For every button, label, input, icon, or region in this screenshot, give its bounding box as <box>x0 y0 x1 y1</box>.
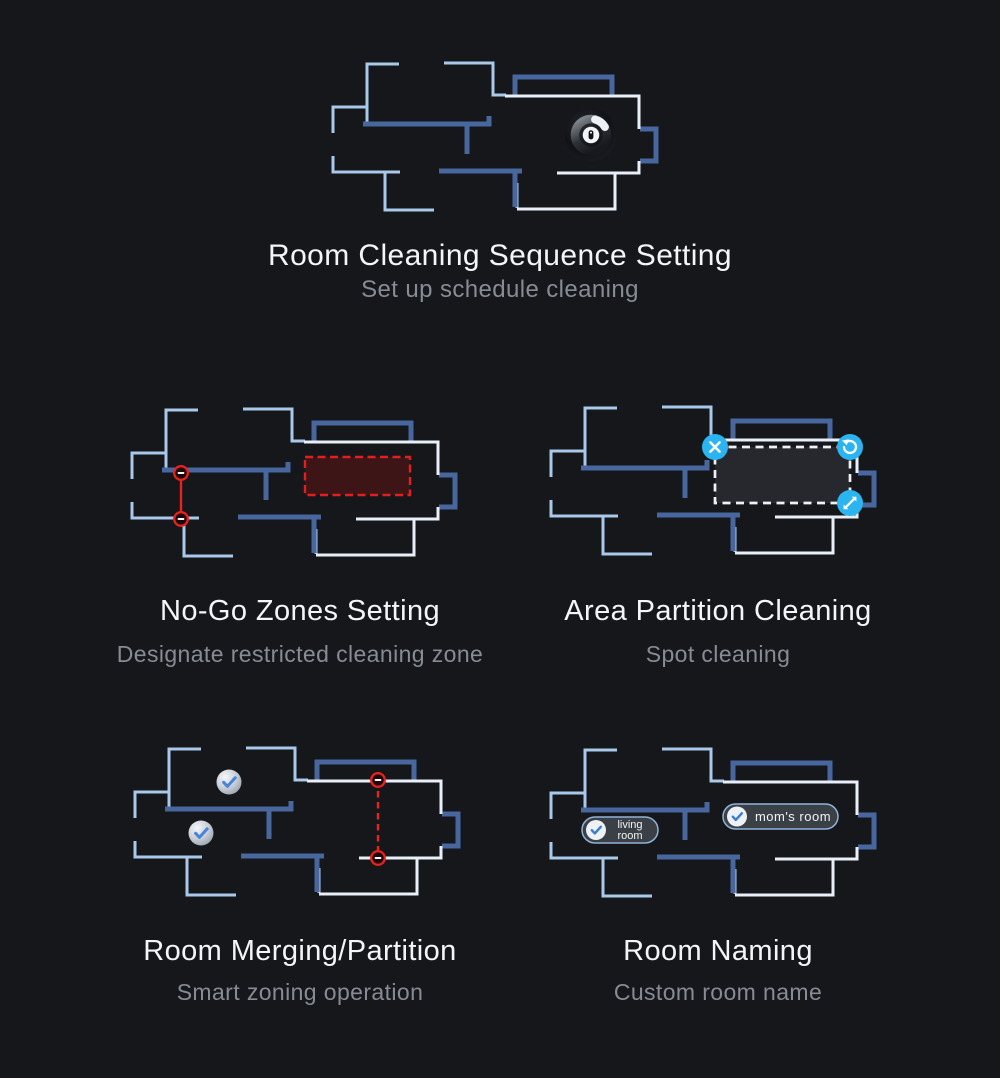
checkmark-icon <box>586 820 606 840</box>
partition-zone-rect[interactable] <box>713 445 852 505</box>
floor-plan-sequence <box>319 50 699 230</box>
partition-title: Area Partition Cleaning <box>564 595 872 627</box>
close-icon <box>709 441 721 453</box>
sequence-title: Room Cleaning Sequence Setting <box>268 239 732 272</box>
room-checked-badge[interactable] <box>216 769 242 795</box>
floor-plan-nogo <box>118 396 498 576</box>
robot-vacuum-icon <box>565 109 617 161</box>
room-checked-badge[interactable] <box>188 820 214 846</box>
nogo-subtitle: Designate restricted cleaning zone <box>116 641 484 667</box>
floor-plan-partition <box>537 394 917 574</box>
no-go-zone-rect[interactable] <box>303 455 412 497</box>
floor-plan-merging <box>121 735 501 915</box>
no-entry-icon[interactable] <box>370 772 386 788</box>
checkmark-icon <box>727 806 747 827</box>
rotate-icon <box>842 439 858 455</box>
checkmark-icon <box>194 827 209 839</box>
no-entry-icon[interactable] <box>173 465 189 481</box>
nogo-title: No-Go Zones Setting <box>159 595 440 627</box>
close-button[interactable] <box>702 434 728 460</box>
no-entry-icon[interactable] <box>173 511 189 527</box>
room-label-moms[interactable]: mom's room <box>722 803 839 830</box>
partition-subtitle: Spot cleaning <box>645 641 791 667</box>
no-entry-icon[interactable] <box>370 850 386 866</box>
merging-title: Room Merging/Partition <box>143 935 457 967</box>
floor-plan-naming: living room mom's room <box>537 736 917 916</box>
floor-plan-map <box>135 748 458 895</box>
room-name-living-line2: room <box>617 830 642 842</box>
naming-subtitle: Custom room name <box>613 979 823 1005</box>
resize-button[interactable] <box>837 490 863 516</box>
merging-subtitle: Smart zoning operation <box>176 979 424 1005</box>
sequence-subtitle: Set up schedule cleaning <box>361 276 639 303</box>
room-label-living[interactable]: living room <box>581 816 659 844</box>
naming-title: Room Naming <box>623 935 813 967</box>
rotate-button[interactable] <box>837 434 863 460</box>
room-name-moms: mom's room <box>755 809 831 824</box>
room-name-living-line1: living <box>617 819 642 831</box>
checkmark-icon <box>222 776 237 788</box>
resize-icon <box>837 490 863 516</box>
